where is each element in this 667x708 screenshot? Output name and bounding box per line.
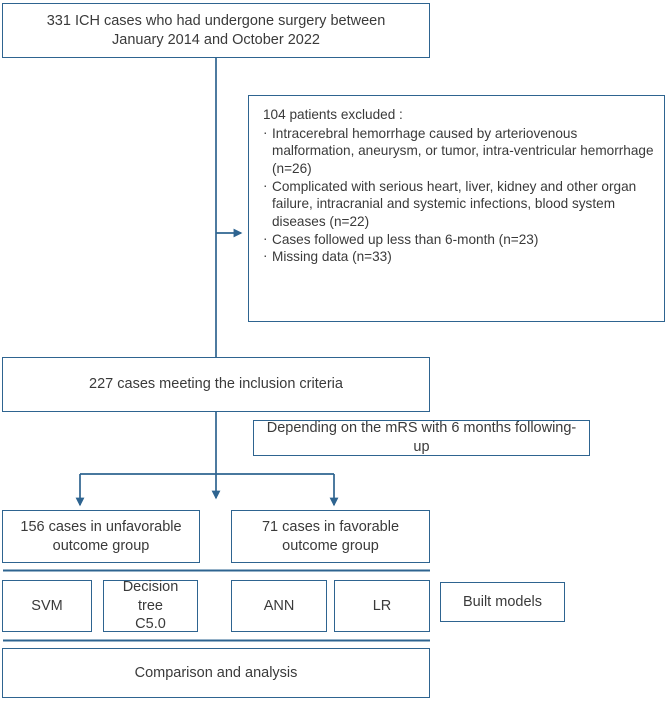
list-item: Missing data (n=33) — [263, 247, 654, 266]
node-comparison-analysis-label: Comparison and analysis — [134, 664, 298, 681]
list-item: Intracerebral hemorrhage caused by arter… — [263, 124, 654, 178]
node-excluded-list: Intracerebral hemorrhage caused by arter… — [263, 124, 654, 266]
node-favorable-outcome-label: 71 cases in favorable outcome group — [261, 518, 400, 554]
node-model-lr: LR — [334, 580, 430, 632]
node-included-cases: 227 cases meeting the inclusion criteria — [2, 357, 430, 412]
node-excluded-patients: 104 patients excluded : Intracerebral he… — [248, 95, 665, 322]
node-excluded-title: 104 patients excluded : — [263, 107, 403, 122]
node-model-ann: ANN — [231, 580, 327, 632]
node-included-cases-label: 227 cases meeting the inclusion criteria — [89, 376, 343, 393]
node-built-models: Built models — [440, 582, 565, 622]
node-model-decision-tree-label: Decision tree C5.0 — [122, 579, 179, 633]
node-model-ann-label: ANN — [263, 597, 295, 614]
node-unfavorable-outcome-label: 156 cases in unfavorable outcome group — [20, 518, 182, 554]
node-grouping-criterion: Depending on the mRS with 6 months follo… — [253, 420, 590, 456]
node-grouping-criterion-label: Depending on the mRS with 6 months follo… — [266, 420, 577, 455]
node-comparison-analysis: Comparison and analysis — [2, 648, 430, 698]
list-item: Cases followed up less than 6-month (n=2… — [263, 230, 654, 249]
node-model-decision-tree: Decision tree C5.0 — [103, 579, 198, 633]
node-enrolled-cases: 331 ICH cases who had undergone surgery … — [2, 3, 430, 58]
node-model-svm-label: SVM — [31, 597, 63, 614]
node-model-lr-label: LR — [372, 597, 392, 614]
node-model-svm: SVM — [2, 580, 92, 632]
node-favorable-outcome-group: 71 cases in favorable outcome group — [231, 510, 430, 563]
node-enrolled-cases-label: 331 ICH cases who had undergone surgery … — [46, 12, 386, 48]
list-item: Complicated with serious heart, liver, k… — [263, 177, 654, 231]
node-built-models-label: Built models — [463, 593, 542, 610]
node-unfavorable-outcome-group: 156 cases in unfavorable outcome group — [2, 510, 200, 563]
